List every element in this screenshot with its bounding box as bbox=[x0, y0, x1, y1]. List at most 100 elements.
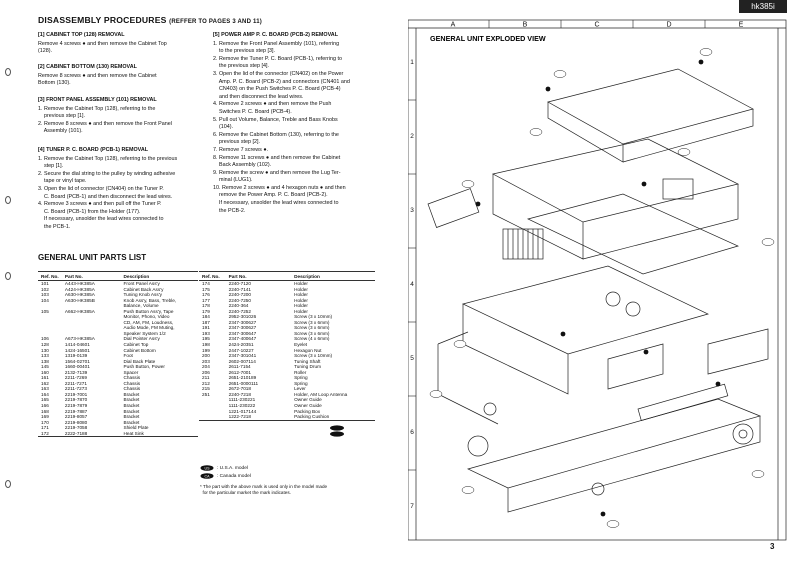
section-line: 3. Open the lid of connector (CN404) on … bbox=[38, 185, 164, 192]
section-front-panel: [3] FRONT PANEL ASSEMBLY (101) REMOVAL 1… bbox=[38, 97, 203, 136]
row-label: 5 bbox=[410, 355, 414, 362]
description-cell: Owner Guide bbox=[294, 403, 322, 409]
table-header-row: Ref. No. Part No. Description bbox=[199, 271, 375, 281]
column-label: E bbox=[739, 22, 744, 29]
callout-bubble bbox=[453, 340, 467, 348]
table-header-row: Ref. No. Part No. Description bbox=[38, 271, 198, 281]
section-title: [2] CABINET BOTTOM (130) REMOVAL bbox=[38, 64, 137, 70]
ref-no-cell: 170 bbox=[41, 419, 49, 425]
section-line: 5. Pull out Volume, Balance, Treble and … bbox=[213, 116, 338, 123]
col-header-desc: Description bbox=[291, 271, 375, 281]
part-no-cell: 2347-300627 bbox=[228, 325, 257, 331]
foot bbox=[483, 402, 497, 416]
tuner-pcb bbox=[526, 193, 740, 275]
part-no-cell: 2447-10227 bbox=[228, 347, 254, 353]
tuning-knob-center bbox=[738, 429, 748, 439]
table-row: Monitor, Phono, Video bbox=[38, 314, 198, 320]
description-cell: Holder bbox=[294, 286, 308, 292]
section-title: [3] FRONT PANEL ASSEMBLY (101) REMOVAL bbox=[38, 97, 157, 103]
description-cell: Audio Mode, FM Muting, bbox=[123, 325, 175, 331]
section-line: (128). bbox=[38, 48, 53, 55]
table-row: Audio Mode, FM Muting, bbox=[38, 325, 198, 331]
punch-hole bbox=[5, 272, 11, 280]
punch-hole bbox=[5, 196, 11, 204]
column-label: A bbox=[451, 22, 456, 29]
page-number: 3 bbox=[770, 542, 775, 551]
section-line: If necessary, unsolder the lead wires co… bbox=[213, 200, 339, 207]
description-cell: Balance, Volume bbox=[123, 303, 159, 309]
description-cell: Bracket bbox=[123, 403, 140, 409]
section-line: to the previous step [3]. bbox=[213, 48, 276, 55]
part-no-cell: 2211-7271 bbox=[64, 380, 87, 386]
ref-no-cell: 165 bbox=[41, 397, 49, 403]
part-callouts bbox=[429, 48, 775, 528]
callout-bubble bbox=[751, 470, 765, 478]
ref-no-cell: 211 bbox=[202, 375, 210, 381]
ref-no-cell: 215 bbox=[202, 386, 210, 392]
column-label: B bbox=[523, 22, 528, 29]
callout-bubble bbox=[461, 486, 475, 494]
part-no-cell: 2219-7887 bbox=[64, 408, 88, 414]
description-cell: Screw (4 x 6mm) bbox=[294, 336, 330, 342]
screw-mark-icon bbox=[643, 349, 649, 355]
section-line: (104). bbox=[213, 124, 234, 131]
callout-bubble bbox=[461, 180, 475, 188]
part-no-cell: 1660-00401 bbox=[64, 364, 90, 370]
side-bracket bbox=[437, 331, 499, 425]
part-no-cell: 2347-300647 bbox=[228, 330, 257, 336]
part-no-cell: 2222-7188 bbox=[64, 430, 88, 436]
description-cell: Bracket bbox=[123, 414, 140, 420]
heat-sink-fins bbox=[507, 229, 539, 259]
ref-no-cell: 191 bbox=[202, 325, 210, 331]
part-no-cell: 2347-300627 bbox=[228, 319, 257, 325]
description-cell: Speaker System 1/2 bbox=[123, 330, 166, 336]
legend-item-canada: CA : Canada model bbox=[200, 473, 251, 479]
ref-no-cell: 162 bbox=[41, 380, 49, 386]
section-line: 1. Remove the Cabinet Top (128), referri… bbox=[38, 105, 156, 112]
section-line: minal (LUG1). bbox=[213, 177, 253, 184]
part-no-cell: A662-HK385A bbox=[64, 308, 95, 314]
part-no-cell: 2219-7870 bbox=[64, 397, 88, 403]
section-line: Back Assembly (102). bbox=[213, 162, 272, 169]
cabinet-top-front bbox=[622, 109, 754, 163]
table-row: Balance, Volume bbox=[38, 303, 198, 309]
part-no-cell: 2240-7141 bbox=[228, 286, 252, 292]
part-no-cell: 2240-7200 bbox=[228, 292, 252, 298]
callout-bubble bbox=[699, 48, 713, 56]
section-line: Remove 4 screws ● and then remove the Ca… bbox=[38, 40, 167, 47]
part-no-cell: 2651-210189 bbox=[228, 375, 257, 381]
ref-no-cell: 198 bbox=[202, 342, 210, 348]
ref-no-cell: 169 bbox=[41, 414, 49, 420]
col-header-part: Part No. bbox=[225, 271, 292, 281]
exploded-view-diagram: A B C D E 1 2 3 4 5 6 7 GENERAL UNIT EXP… bbox=[408, 19, 787, 541]
description-cell: Spring bbox=[294, 375, 308, 381]
section-line: C. Board (PCB-1) from the Holder (177). bbox=[38, 208, 141, 215]
description-cell: Roller bbox=[294, 369, 307, 375]
description-cell: Screw (3 x 10mm) bbox=[294, 314, 333, 320]
ref-no-cell: 172 bbox=[41, 430, 49, 436]
description-cell: Dial Back Plate bbox=[123, 358, 156, 364]
part-no-cell: 2211-7273 bbox=[64, 386, 87, 392]
description-cell: Push Button Ass'y, Tape bbox=[123, 308, 174, 314]
table-row: CD, AM, FM, Loudness, bbox=[38, 320, 198, 326]
description-cell: Dial Pointer Ass'y bbox=[123, 336, 160, 342]
section-tuner-pcb: [4] TUNER P. C. BOARD (PCB-1) REMOVAL 1.… bbox=[38, 147, 203, 232]
section-cabinet-bottom: [2] CABINET BOTTOM (130) REMOVAL Remove … bbox=[38, 64, 198, 88]
section-line: previous step [1]. bbox=[38, 113, 86, 120]
section-line: 8. Remove 11 screws ● and then remove th… bbox=[213, 154, 341, 161]
svg-text:US: US bbox=[205, 467, 211, 471]
part-no-cell: 1221-017144 bbox=[228, 408, 257, 414]
